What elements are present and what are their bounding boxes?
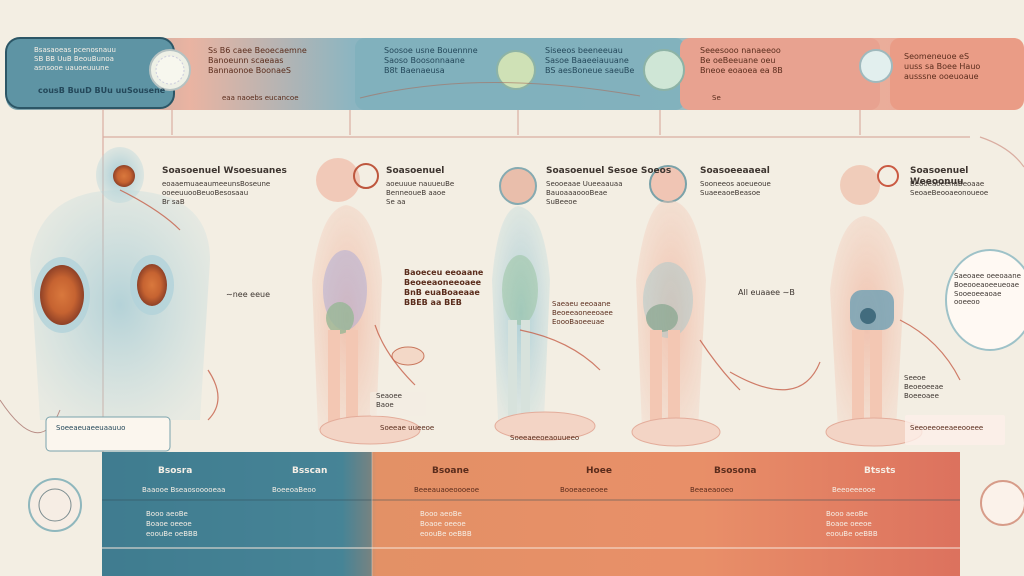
table-col-4-head: Hoee	[586, 466, 612, 476]
header-panel-2-text: Ss B6 caee Beoecaemne Banoeunn scaeaas B…	[208, 46, 307, 75]
figure-2	[312, 158, 425, 445]
figure-3	[492, 167, 596, 441]
header-bar	[5, 37, 1024, 110]
header-panel-5-text: Seeesooo nanaeeoo Be oeBeeuane oeu Bneoe…	[700, 46, 783, 75]
label-stage-5: Seeoeeoeeaeeooeee	[910, 424, 984, 432]
figure-left	[0, 147, 210, 434]
header-panel-4-text: Siseeos beeneeuau Sasoe Baaeeiauuane BS …	[545, 46, 635, 75]
table-row-3-col-6: eoouBe oeBBB	[826, 530, 878, 538]
table-col-1-sub: Baaooe Bseaosooooeaa	[142, 486, 226, 494]
stage-1-heading: Soasoenuel Wsoesuanes	[162, 166, 287, 176]
table-col-6-sub: Beeoeeeooe	[832, 486, 876, 494]
table-col-6-head: Btssts	[864, 466, 896, 476]
stage-5-text: BeooeaoeenaBeoaae SeoaeBeooaeonoueoe	[910, 180, 989, 197]
header-panel-2-footer: eaa naoebs eucancoe	[222, 94, 299, 102]
callout-3-text: Saeoaee oeeoaane Boeooeaoeeueoae Sooeoee…	[954, 272, 1021, 307]
stage-1-text: eoaaemuaeaumeeunsBoseune ooeeuuooBeuoBes…	[162, 180, 271, 206]
table-col-5-sub: Beeaeaooeo	[690, 486, 734, 494]
table-col-2-head: Bsscan	[292, 466, 328, 476]
callout-5-text: Seaoee Baoe	[376, 392, 402, 409]
stage-2-text: aoeuuue nauueuBe BenneoueB aaoe Se aa	[386, 180, 455, 206]
header-panel-3-text: Soosoe usne Bouennne Saoso Boosonnaane B…	[384, 46, 478, 75]
table-row-2: Boaoe oeeoe	[146, 520, 192, 528]
stage-4-arrow-label: All euaaee ∼B	[738, 288, 795, 297]
callout-bubble-right	[28, 249, 1024, 532]
label-stage-2: Soeeae uueeoe	[380, 424, 435, 432]
table-row-1-col-3: Booo aeoBe	[420, 510, 462, 518]
callout-4-text: Seeoe Beoeoeeae Boeeoaee	[904, 374, 944, 400]
table-col-2-sub: BoeeoaBeoo	[272, 486, 316, 494]
table-row-1: Booo aeoBe	[146, 510, 188, 518]
callout-1-text: Baoeceu eeoaane Beoeeaoneeoaee BnB euaBo…	[404, 268, 484, 307]
table-background	[102, 452, 960, 576]
stage-5-heading: Soasoenuel Weeoonuu	[910, 166, 969, 188]
stage-3-heading: Soasoenuel Sesoe Soeos	[546, 166, 672, 176]
stage-4-heading: Soasoeeaaeal	[700, 166, 770, 176]
table-col-3-head: Bsoane	[432, 466, 469, 476]
table-row-2-col-3: Boaoe oeeoe	[420, 520, 466, 528]
stage-1-arrow-label: ∼nee eeue	[226, 290, 270, 299]
header-panel-6-text: Seomeneuoe eS uuss sa Boee Hauo ausssne …	[904, 52, 981, 81]
table-row-2-col-6: Boaoe oeeoe	[826, 520, 872, 528]
figure-4	[631, 165, 721, 447]
table-row-3-col-3: eoouBe oeBBB	[420, 530, 472, 538]
figure-5	[825, 165, 923, 447]
header-panel-1-text: Bsasaoeas pcenosnauu SB BB UuB BeouBunoa…	[34, 46, 116, 72]
table-col-4-sub: Booeaeoeoee	[560, 486, 608, 494]
label-left: Soeeaeuaeeuaauuo	[56, 424, 126, 432]
table-col-5-head: Bsosona	[714, 466, 757, 476]
header-panel-1-footer: cousB BuuD BUu uuSousene	[38, 86, 166, 95]
stage-2-heading: Soasoenuel	[386, 166, 445, 176]
table-col-1-head: Bsosra	[158, 466, 193, 476]
callout-2-text: Saeaeu eeoaane Beoeeaoneeoaee EoooBaoeeu…	[552, 300, 613, 326]
label-stage-3: Soeeaeeoeaouueeo	[510, 434, 580, 442]
table-row-1-col-6: Booo aeoBe	[826, 510, 868, 518]
table-col-3-sub: Beeeauaoeoooeoe	[414, 486, 480, 494]
header-panel-5-footer: Se	[712, 94, 721, 102]
table-row-3: eoouBe oeBBB	[146, 530, 198, 538]
stage-3-text: Seooeaae Uueeaauaa BauoaaaoooBeae SuBeeo…	[546, 180, 623, 206]
stage-4-text: Sooneeos aoeueoue SuaeeaoeBeasoe	[700, 180, 771, 197]
